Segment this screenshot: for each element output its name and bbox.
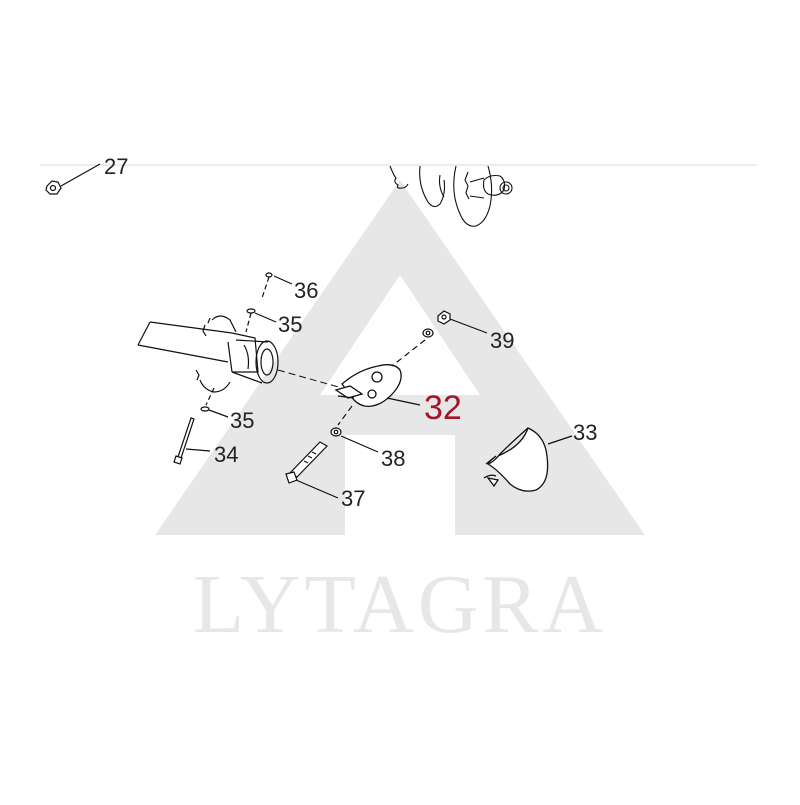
- callout-38: 38: [381, 446, 405, 471]
- callout-37: 37: [341, 486, 365, 511]
- bolt-part-37: [285, 441, 339, 499]
- watermark-triangle-cutout: [320, 275, 480, 395]
- callout-35-upper: 35: [278, 312, 302, 337]
- callout-36: 36: [294, 278, 318, 303]
- watermark-text: LYTAGRA: [193, 558, 607, 651]
- disc-assembly: [389, 165, 513, 227]
- watermark-logo: LYTAGRA: [155, 180, 645, 651]
- callout-34: 34: [214, 442, 238, 467]
- washer-part-38: [330, 405, 379, 453]
- callout-33: 33: [573, 420, 597, 445]
- callout-27: 27: [104, 154, 128, 179]
- callout-35-lower: 35: [230, 408, 254, 433]
- shield-part-33: [483, 427, 573, 492]
- bracket-part-32: [334, 364, 421, 408]
- frame-tube: [137, 315, 279, 393]
- watermark-bar-cutout: [345, 435, 455, 535]
- callout-39: 39: [490, 328, 514, 353]
- bolt-part-36: [261, 272, 293, 299]
- nut-part-39: [391, 310, 488, 367]
- callout-labels: 27 36 35 35 34 39 32 38 33 37: [104, 154, 597, 511]
- washer-part-35-upper: [245, 308, 277, 333]
- callout-32: 32: [424, 389, 462, 427]
- nut-part-27: [45, 163, 101, 195]
- assembly-dash-line: [277, 369, 343, 389]
- bolt-part-34: [173, 417, 211, 465]
- washer-part-35-lower: [200, 387, 229, 418]
